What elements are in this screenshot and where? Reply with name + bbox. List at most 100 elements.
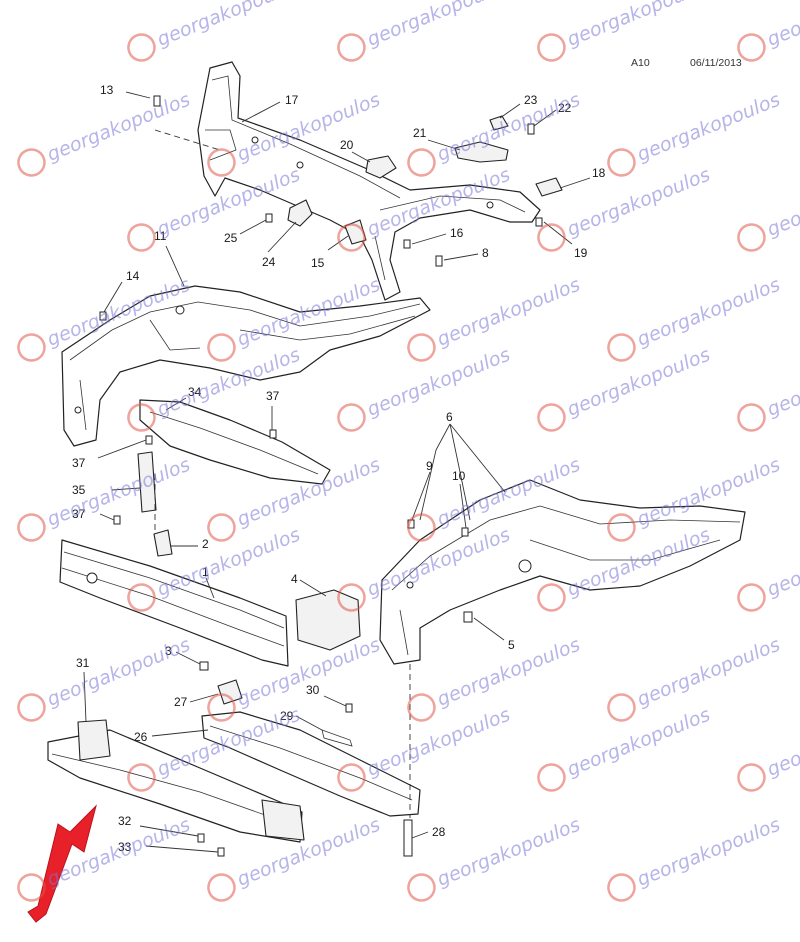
lower-bumper-beam <box>47 719 305 843</box>
subframe-crossmember <box>201 711 421 817</box>
watermark-logo-icon <box>207 333 236 362</box>
watermark-logo-icon <box>607 513 636 542</box>
callout-24: 24 <box>262 255 276 269</box>
callout-20: 20 <box>340 138 354 152</box>
watermark-stamp: georgakopoulos <box>337 0 513 62</box>
watermark-text: georgakopoulos <box>634 274 783 351</box>
callout-10: 10 <box>452 469 466 483</box>
watermark-logo-icon <box>207 513 236 542</box>
clip-29 <box>321 729 353 747</box>
watermark-stamp: georgakopoulos <box>17 89 193 177</box>
callout-9: 9 <box>426 459 433 473</box>
watermark-logo-icon <box>17 333 46 362</box>
callout-23: 23 <box>524 93 538 107</box>
callout-35: 35 <box>72 483 86 497</box>
watermark-text: georgakopoulos <box>564 344 713 421</box>
watermark-logo-icon <box>207 693 236 722</box>
watermark-logo-icon <box>207 148 236 177</box>
watermark-stamp: georgakopoulos <box>737 704 800 792</box>
watermark-logo-icon <box>737 583 766 612</box>
callout-8: 8 <box>482 246 489 260</box>
bumper-reinforcement <box>59 539 289 667</box>
watermark-logo-icon <box>127 583 156 612</box>
watermark-logo-icon <box>737 763 766 792</box>
callout-34: 34 <box>188 385 202 399</box>
watermark-text: georgakopoulos <box>764 524 800 601</box>
lower-support-34 <box>139 399 331 485</box>
watermark-logo-icon <box>607 333 636 362</box>
callout-13: 13 <box>100 83 114 97</box>
callout-37-top: 37 <box>266 389 280 403</box>
callout-26: 26 <box>134 730 148 744</box>
left-front-rail <box>61 285 431 447</box>
callout-15: 15 <box>311 256 325 270</box>
ref-code: A10 <box>631 57 650 69</box>
callout-30: 30 <box>306 683 320 697</box>
bracket-18 <box>535 177 563 197</box>
watermark-logo-icon <box>537 223 566 252</box>
callout-2: 2 <box>202 537 209 551</box>
bracket-2 <box>153 529 173 557</box>
watermark-stamp: georgakopoulos <box>737 0 800 62</box>
watermark-stamp: georgakopoulos <box>337 344 513 432</box>
watermark-logo-icon <box>737 223 766 252</box>
watermark-text: georgakopoulos <box>764 0 800 51</box>
watermark-text: georgakopoulos <box>764 164 800 241</box>
callout-33: 33 <box>118 840 132 854</box>
bracket-20 <box>365 155 397 179</box>
callout-17: 17 <box>285 93 299 107</box>
watermark-logo-icon <box>337 763 366 792</box>
watermark-text: georgakopoulos <box>634 634 783 711</box>
watermark-text: georgakopoulos <box>634 89 783 166</box>
watermark-logo-icon <box>207 873 236 902</box>
watermark-stamp: georgakopoulos <box>607 89 783 177</box>
watermark-logo-icon <box>607 873 636 902</box>
watermark-logo-icon <box>407 148 436 177</box>
watermark-text: georgakopoulos <box>634 814 783 891</box>
watermark-logo-icon <box>407 513 436 542</box>
watermark-logo-icon <box>337 223 366 252</box>
right-front-rail <box>379 479 746 665</box>
callout-37-low: 37 <box>72 507 86 521</box>
watermark-text: georgakopoulos <box>434 814 583 891</box>
watermark-logo-icon <box>737 403 766 432</box>
watermark-text: georgakopoulos <box>564 0 713 51</box>
watermark-logo-icon <box>737 33 766 62</box>
watermark-text: georgakopoulos <box>564 164 713 241</box>
callout-3: 3 <box>165 644 172 658</box>
bracket-35 <box>137 451 157 513</box>
watermark-stamp: georgakopoulos <box>737 344 800 432</box>
watermark-logo-icon <box>607 148 636 177</box>
callout-37-mid: 37 <box>72 456 86 470</box>
assembly-line <box>154 129 221 151</box>
watermark-logo-icon <box>17 873 46 902</box>
front-direction-arrow <box>27 804 97 923</box>
callout-32: 32 <box>118 814 132 828</box>
callout-28: 28 <box>432 825 446 839</box>
watermark-logo-icon <box>407 693 436 722</box>
bracket-15 <box>344 219 367 245</box>
watermark-text: georgakopoulos <box>44 89 193 166</box>
callout-22: 22 <box>558 101 572 115</box>
watermark-logo-icon <box>537 403 566 432</box>
watermark-text: georgakopoulos <box>564 704 713 781</box>
watermark-logo-icon <box>607 693 636 722</box>
callout-4: 4 <box>291 572 298 586</box>
watermark-text: georgakopoulos <box>44 634 193 711</box>
watermark-stamp: georgakopoulos <box>407 89 583 177</box>
watermark-stamp: georgakopoulos <box>607 814 783 902</box>
clip-23 <box>489 115 509 131</box>
mount-27 <box>217 679 243 705</box>
watermark-logo-icon <box>537 33 566 62</box>
callout-31: 31 <box>76 656 90 670</box>
watermark-logo-icon <box>127 33 156 62</box>
callouts: 13 17 23 22 21 20 18 25 24 15 16 8 19 11… <box>72 83 606 854</box>
watermark-logo-icon <box>407 873 436 902</box>
callout-16: 16 <box>450 226 464 240</box>
watermark-stamp: georgakopoulos <box>537 0 713 62</box>
watermark-text: georgakopoulos <box>434 274 583 351</box>
watermark-logo-icon <box>337 583 366 612</box>
watermark-stamp: georgakopoulos <box>737 524 800 612</box>
watermark-logo-icon <box>127 403 156 432</box>
